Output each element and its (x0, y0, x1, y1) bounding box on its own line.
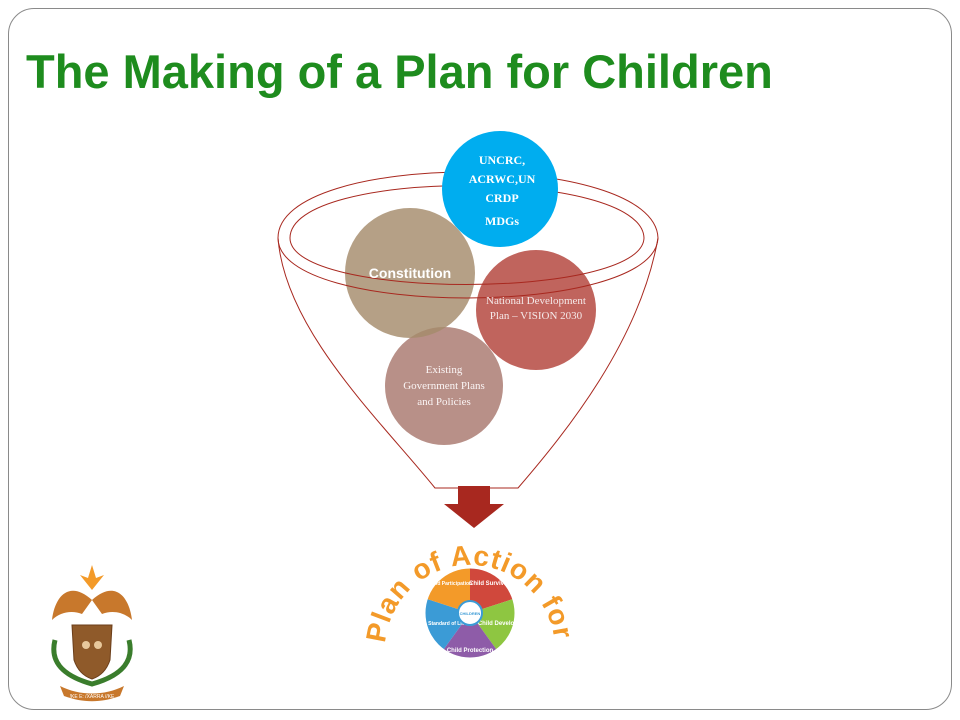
uncrc-circle-label: UNCRC, ACRWC,UN CRDP MDGs (468, 153, 536, 228)
segment-label-survival: Child Survival (469, 581, 509, 587)
down-arrow-icon (444, 486, 504, 528)
ndp-circle (476, 250, 596, 370)
logo-center (457, 600, 483, 626)
segment-label-living: Adequate Standard of Living (404, 621, 472, 627)
constitution-circle-label: Constitution (368, 265, 452, 281)
segment-label-participation: Child Participation (428, 581, 472, 587)
motto-text: !KE E: /XARRA //KE (70, 694, 115, 700)
ndp-circle-label: National Development Plan – VISION 2030 (486, 295, 586, 322)
segment-label-protection: Child Protection (447, 648, 494, 654)
segment-label-development: Child Development (478, 621, 532, 627)
existing-plans-circle-label: Existing Government Plans and Policies (403, 364, 485, 408)
logo-center-label: CHILDREN (460, 611, 481, 616)
slide-title: The Making of a Plan for Children (26, 45, 773, 98)
constitution-circle (345, 208, 475, 338)
existing-plans-circle (385, 327, 503, 445)
coat-of-arms-icon: !KE E: /XARRA //KE (51, 565, 133, 702)
uncrc-circle (442, 131, 558, 247)
